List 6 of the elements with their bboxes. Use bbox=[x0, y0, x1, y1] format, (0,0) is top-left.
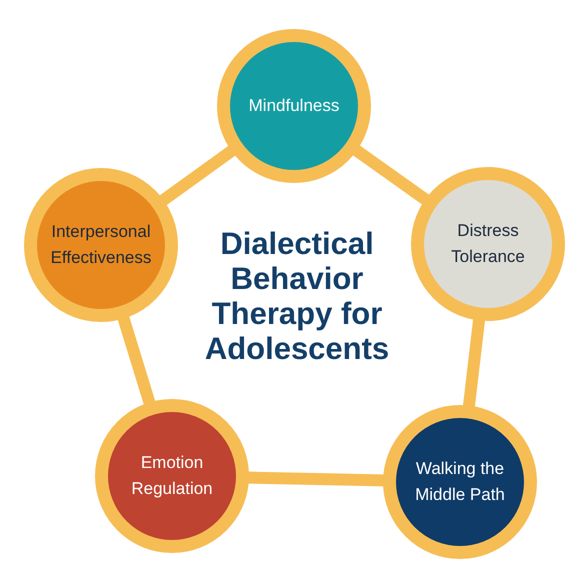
topic-label: Walking the Middle Path bbox=[414, 458, 506, 506]
topic-label: Distress Tolerance bbox=[450, 220, 526, 268]
topic-label: Interpersonal Effectiveness bbox=[50, 221, 152, 269]
title: Dialectical Behavior Therapy for Adolescents bbox=[204, 226, 390, 366]
topic-label: Mindfulness bbox=[248, 95, 340, 117]
topic-label: Emotion Regulation bbox=[130, 452, 214, 500]
